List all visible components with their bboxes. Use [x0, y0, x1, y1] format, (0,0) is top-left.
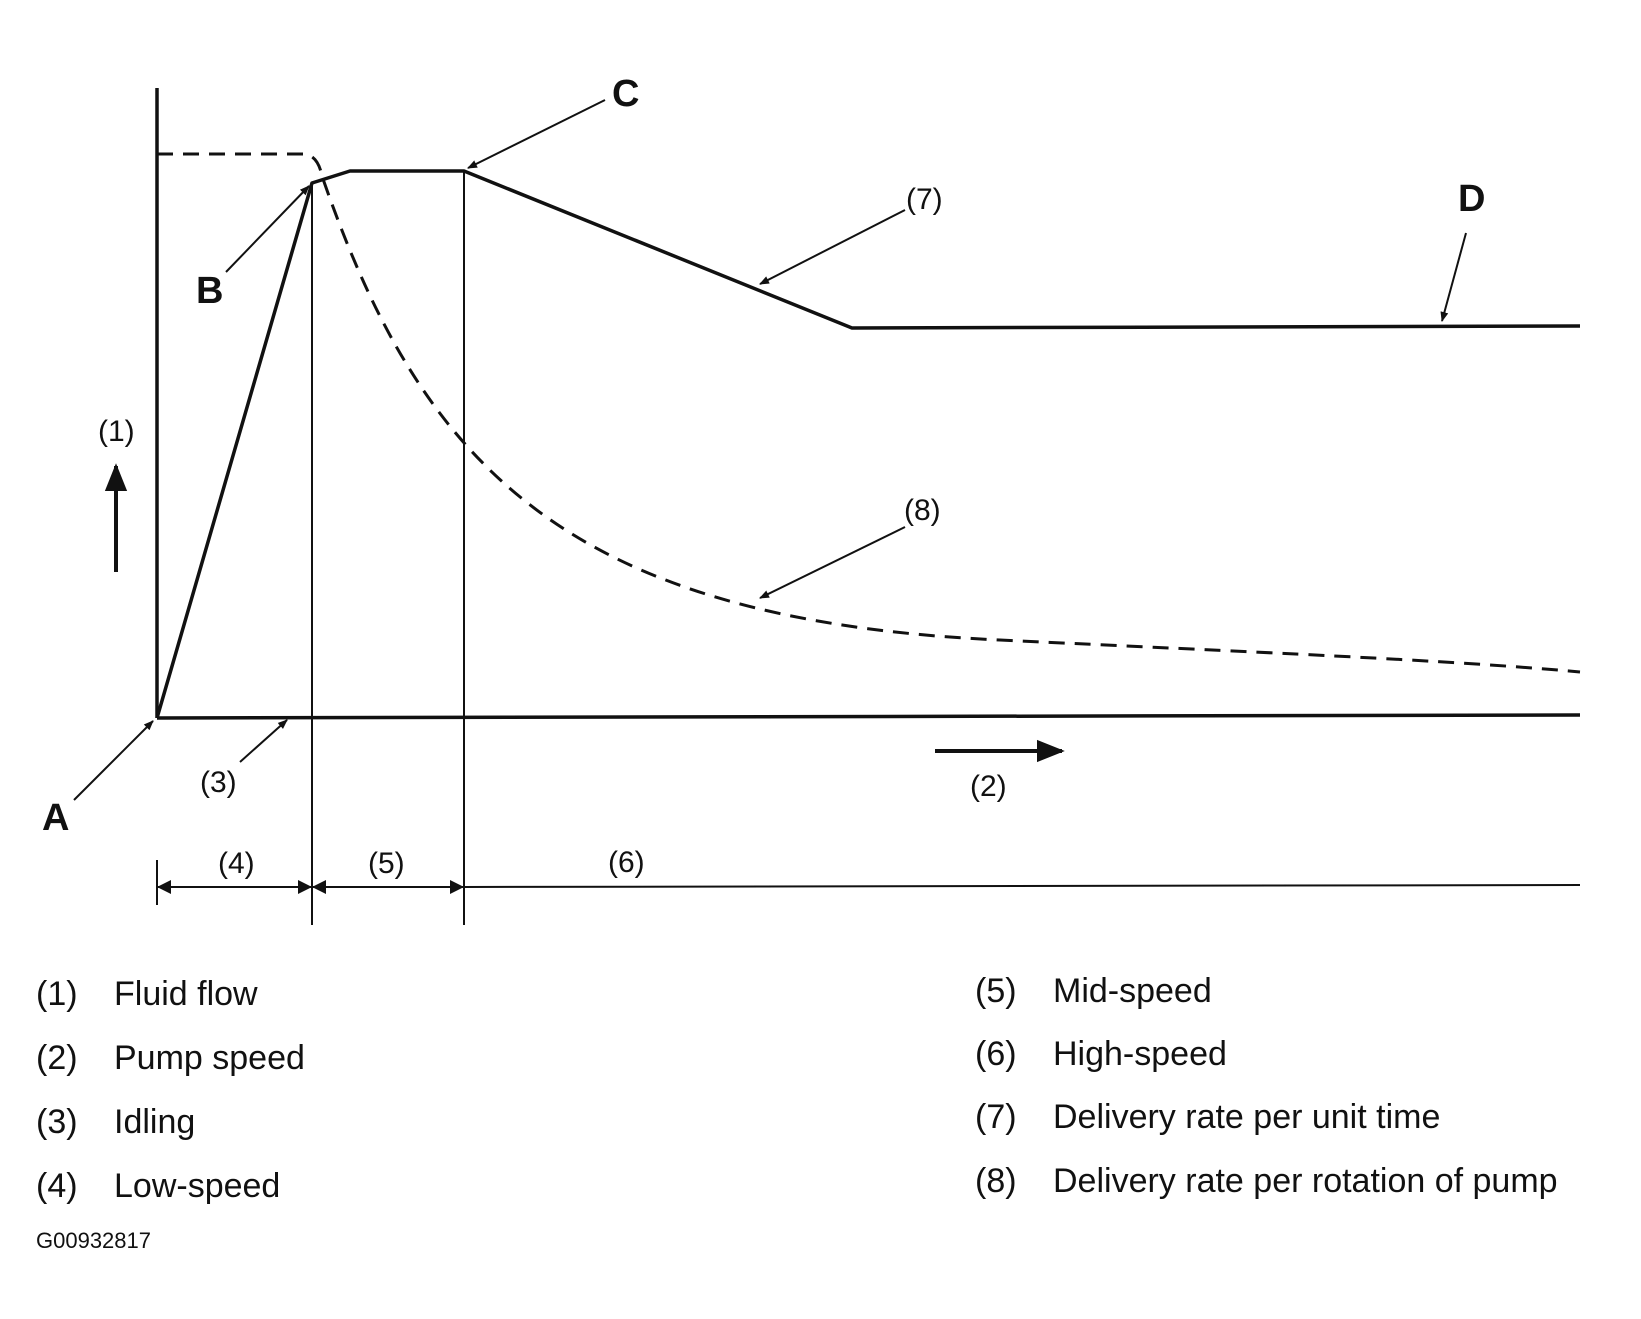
legend-item-idling: (3) Idling	[36, 1102, 195, 1142]
callout-8: (8)	[904, 494, 941, 527]
callout-7: (7)	[906, 183, 943, 216]
legend-text: Mid-speed	[1053, 972, 1212, 1010]
leader-b	[225, 185, 310, 273]
legend-item-pump-speed: (2) Pump speed	[36, 1038, 305, 1078]
leader-7	[759, 209, 906, 285]
legend-number: (1)	[36, 975, 78, 1013]
leader-3	[239, 719, 288, 763]
point-a-label: A	[42, 797, 69, 839]
leader-d	[1440, 232, 1467, 322]
legend-number: (5)	[975, 972, 1017, 1010]
legend-item-mid-speed: (5) Mid-speed	[975, 971, 1212, 1011]
idle-line	[156, 713, 1581, 720]
point-c-label: C	[612, 73, 639, 115]
legend-item-delivery-rate-unit-time: (7) Delivery rate per unit time	[975, 1097, 1440, 1137]
callout-5: (5)	[368, 847, 405, 880]
dimension-high-speed	[463, 884, 1581, 888]
figure-code: G00932817	[36, 1228, 151, 1253]
point-d-label: D	[1458, 178, 1485, 220]
point-b-label: B	[196, 270, 223, 312]
legend-text: Fluid flow	[114, 975, 258, 1013]
legend-number: (6)	[975, 1035, 1017, 1073]
callout-4: (4)	[218, 847, 255, 880]
callout-2: (2)	[970, 770, 1007, 803]
legend-text: Low-speed	[114, 1167, 281, 1205]
legend-number: (8)	[975, 1162, 1017, 1200]
callout-1: (1)	[98, 415, 135, 448]
legend-text: Delivery rate per unit time	[1053, 1098, 1441, 1136]
legend-number: (4)	[36, 1167, 78, 1205]
delivery-rate-per-unit-time-curve	[155, 169, 1581, 719]
legend-item-delivery-rate-rotation: (8) Delivery rate per rotation of pump	[975, 1161, 1558, 1201]
leader-a	[73, 720, 154, 801]
legend-item-low-speed: (4) Low-speed	[36, 1166, 280, 1206]
legend-item-high-speed: (6) High-speed	[975, 1034, 1227, 1074]
leader-8	[759, 526, 906, 599]
legend-text: Delivery rate per rotation of pump	[1053, 1162, 1558, 1200]
callout-6: (6)	[608, 846, 645, 879]
legend-text: Idling	[114, 1103, 196, 1141]
legend-number: (3)	[36, 1103, 78, 1141]
delivery-rate-per-rotation-curve	[157, 152, 1581, 674]
flow-diagram: A B C D (1) (2) (3) (4) (5) (6) (7) (8)	[42, 73, 1581, 925]
legend-text: High-speed	[1053, 1035, 1227, 1073]
legend-number: (2)	[36, 1039, 78, 1077]
legend-text: Pump speed	[114, 1039, 305, 1077]
legend-item-fluid-flow: (1) Fluid flow	[36, 974, 258, 1014]
callout-3: (3)	[200, 766, 237, 799]
leader-c	[467, 99, 606, 169]
legend-number: (7)	[975, 1098, 1017, 1136]
